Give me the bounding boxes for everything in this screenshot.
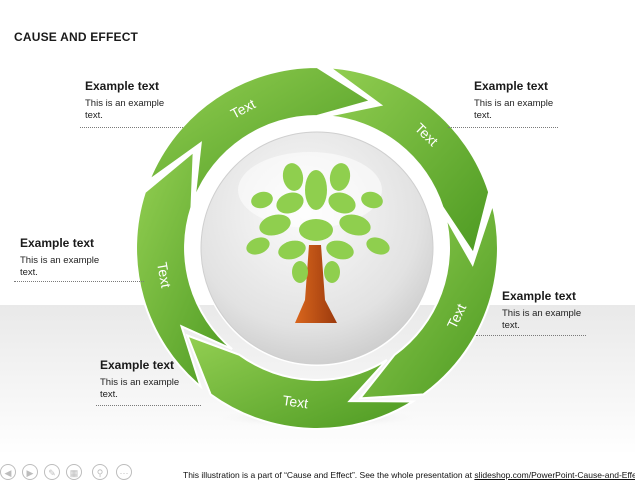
tree-leaf	[246, 237, 270, 255]
callout-heading: Example text	[474, 79, 549, 93]
tree-leaf	[278, 240, 306, 260]
callout-mid-right: Example text This is an example text.	[502, 289, 622, 332]
segment-label: Text	[154, 261, 174, 289]
callout-heading: Example text	[502, 289, 577, 303]
callout-body-line: This is an example	[20, 255, 100, 266]
ring-segment	[185, 333, 417, 430]
tree-leaf	[328, 192, 356, 214]
tree-leaf	[324, 261, 340, 283]
grid-icon[interactable]: ▦	[66, 464, 82, 480]
tree-leaf	[276, 192, 304, 214]
tree-leaf	[259, 214, 291, 236]
tree-leaf	[282, 163, 304, 191]
callout-heading: Example text	[85, 79, 160, 93]
leader-line	[448, 127, 558, 128]
leader-line	[80, 127, 183, 128]
tree-leaf	[292, 261, 308, 283]
leader-line	[96, 405, 201, 406]
callout-body-line: This is an example	[85, 98, 165, 109]
ring-segment	[325, 66, 491, 256]
callout-bottom-left: Example text This is an example text.	[100, 358, 220, 401]
tree-leaf	[329, 163, 351, 191]
more-icon[interactable]: ···	[116, 464, 132, 480]
footer-link[interactable]: slideshop.com/PowerPoint-Cause-and-Effec…	[474, 470, 635, 480]
tree-leaf	[305, 170, 327, 210]
tree-leaf	[339, 214, 371, 236]
leader-line	[476, 335, 586, 336]
next-icon[interactable]: ▶	[22, 464, 38, 480]
callout-body-line: text.	[100, 389, 118, 400]
segment-label: Text	[282, 392, 310, 411]
prev-icon[interactable]: ◀	[0, 464, 16, 480]
tree-leaf	[299, 219, 333, 241]
leader-line	[14, 281, 144, 282]
page-title: CAUSE AND EFFECT	[14, 30, 139, 44]
callout-body-line: This is an example	[100, 377, 180, 388]
tree-trunk	[295, 245, 337, 323]
tree-leaf	[361, 191, 383, 209]
tree-leaf	[366, 237, 390, 255]
footer-text: This illustration is a part of “Cause an…	[183, 470, 475, 480]
callout-body-line: This is an example	[474, 98, 554, 109]
callout-body-line: This is an example	[502, 308, 582, 319]
tree-leaf	[326, 240, 354, 260]
ring-segment	[357, 200, 499, 400]
ring-segments	[135, 65, 499, 430]
callout-heading: Example text	[20, 236, 95, 250]
callout-top-left: Example text This is an example text.	[85, 79, 205, 122]
zoom-icon[interactable]: ⚲	[92, 464, 108, 480]
ring-segment	[135, 149, 233, 390]
callout-body-line: text.	[502, 320, 520, 331]
footer-note: This illustration is a part of “Cause an…	[183, 470, 635, 480]
callout-mid-left: Example text This is an example text.	[20, 236, 140, 279]
callout-heading: Example text	[100, 358, 175, 372]
pen-icon[interactable]: ✎	[44, 464, 60, 480]
callout-body-line: text.	[20, 267, 38, 278]
tree-icon	[246, 163, 390, 323]
ring-segment	[146, 65, 373, 199]
callout-body-line: text.	[474, 110, 492, 121]
callout-top-right: Example text This is an example text.	[474, 79, 594, 122]
callout-body-line: text.	[85, 110, 103, 121]
tree-leaf	[251, 191, 273, 209]
